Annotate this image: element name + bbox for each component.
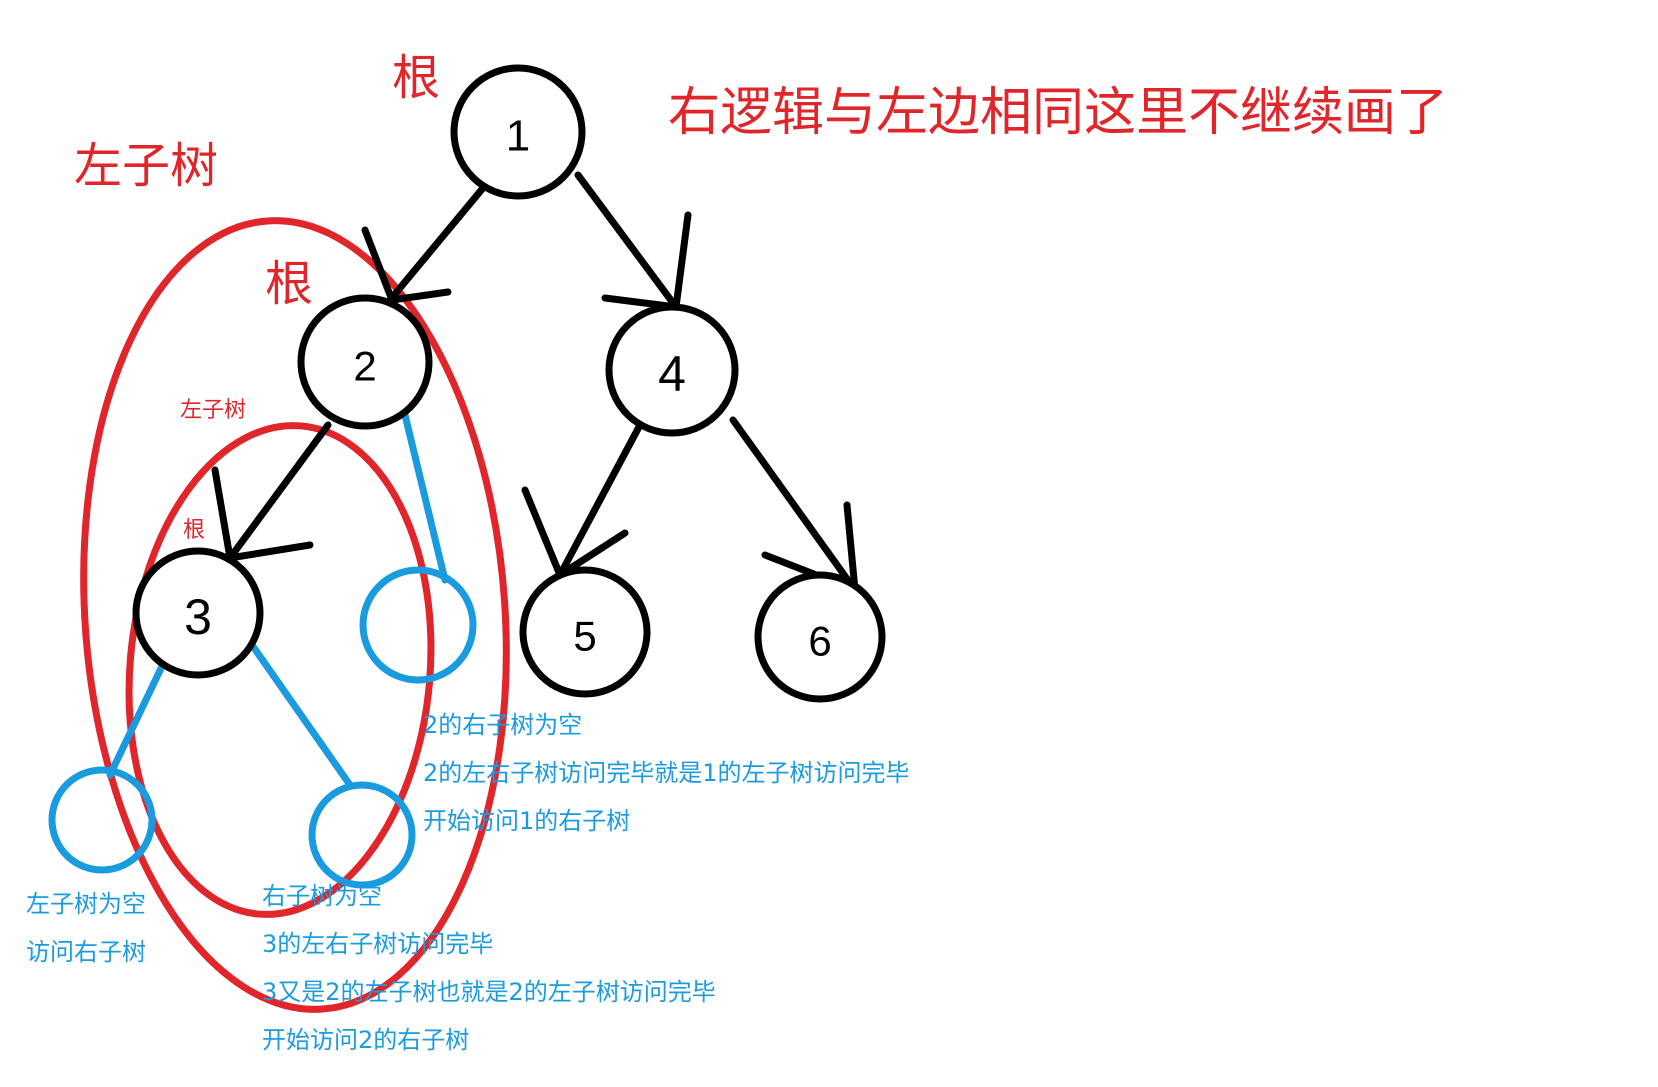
note-line: 右子树为空	[262, 882, 382, 910]
edge-2-null-right	[401, 411, 449, 584]
node-circle	[297, 294, 433, 430]
node3-left-null	[48, 766, 156, 874]
left-subtree-label-small: 左子树	[180, 398, 247, 423]
null-markers	[48, 411, 477, 889]
node-label: 6	[808, 618, 831, 665]
node-label: 2	[353, 343, 376, 390]
node-circle	[519, 566, 651, 698]
note-line: 访问右子树	[26, 938, 146, 966]
node-label: 5	[573, 613, 596, 660]
left-subtree-outline	[80, 217, 510, 1013]
edge-4-6	[729, 416, 859, 594]
note-line: 2的左右子树访问完毕就是1的左子树访问完毕	[423, 759, 910, 787]
tree-node-2: 2	[297, 294, 433, 430]
edge-1-2-arrowhead	[361, 226, 452, 304]
note-line: 2的右子树为空	[423, 711, 583, 739]
edge-2-3	[226, 421, 332, 562]
tree-node-4: 4	[605, 303, 739, 437]
left-subtree-label-top: 左子树	[74, 138, 219, 194]
note-node3-left-empty: 左子树为空 访问右子树	[26, 880, 146, 976]
node-label: 4	[658, 346, 686, 402]
node-circle	[450, 64, 586, 200]
node-circle	[132, 547, 264, 679]
tree-node-6: 6	[754, 571, 886, 703]
tree-node-5: 5	[519, 566, 651, 698]
node-label: 3	[184, 589, 212, 645]
note-node3-right-empty: 右子树为空 3的左右子树访问完毕 3又是2的左子树也就是2的左子树访问完毕 开始…	[262, 872, 716, 1064]
edge-4-5-arrowhead	[521, 486, 629, 581]
node-circle	[754, 571, 886, 703]
note-line: 3的左右子树访问完毕	[262, 930, 494, 958]
note-line: 左子树为空	[26, 890, 146, 918]
tree-node-1: 1	[450, 64, 586, 200]
note-line: 开始访问2的右子树	[262, 1026, 470, 1054]
root-label-second: 根	[265, 256, 314, 312]
node-circle	[605, 303, 739, 437]
edge-1-4	[574, 171, 680, 311]
note-line: 3又是2的左子树也就是2的左子树访问完毕	[262, 978, 716, 1006]
node3-subtree-outline	[125, 422, 435, 918]
node-label: 1	[506, 112, 530, 161]
note-line: 开始访问1的右子树	[423, 807, 631, 835]
note-node2-right-empty: 2的右子树为空 2的左右子树访问完毕就是1的左子树访问完毕 开始访问1的右子树	[423, 701, 910, 845]
right-logic-note: 右逻辑与左边相同这里不继续画了	[668, 83, 1449, 143]
tree-nodes: 1 2 4 3 5 6	[132, 64, 886, 703]
node3-right-null	[308, 781, 416, 889]
edge-4-5	[556, 421, 644, 579]
edge-3-null-left	[106, 656, 169, 779]
edge-3-null-right	[248, 641, 354, 789]
root-label-top: 根	[392, 50, 441, 106]
edge-1-2	[386, 178, 492, 304]
root-label-small: 根	[183, 518, 206, 543]
node2-right-null	[359, 566, 477, 684]
tree-node-3: 3	[132, 547, 264, 679]
